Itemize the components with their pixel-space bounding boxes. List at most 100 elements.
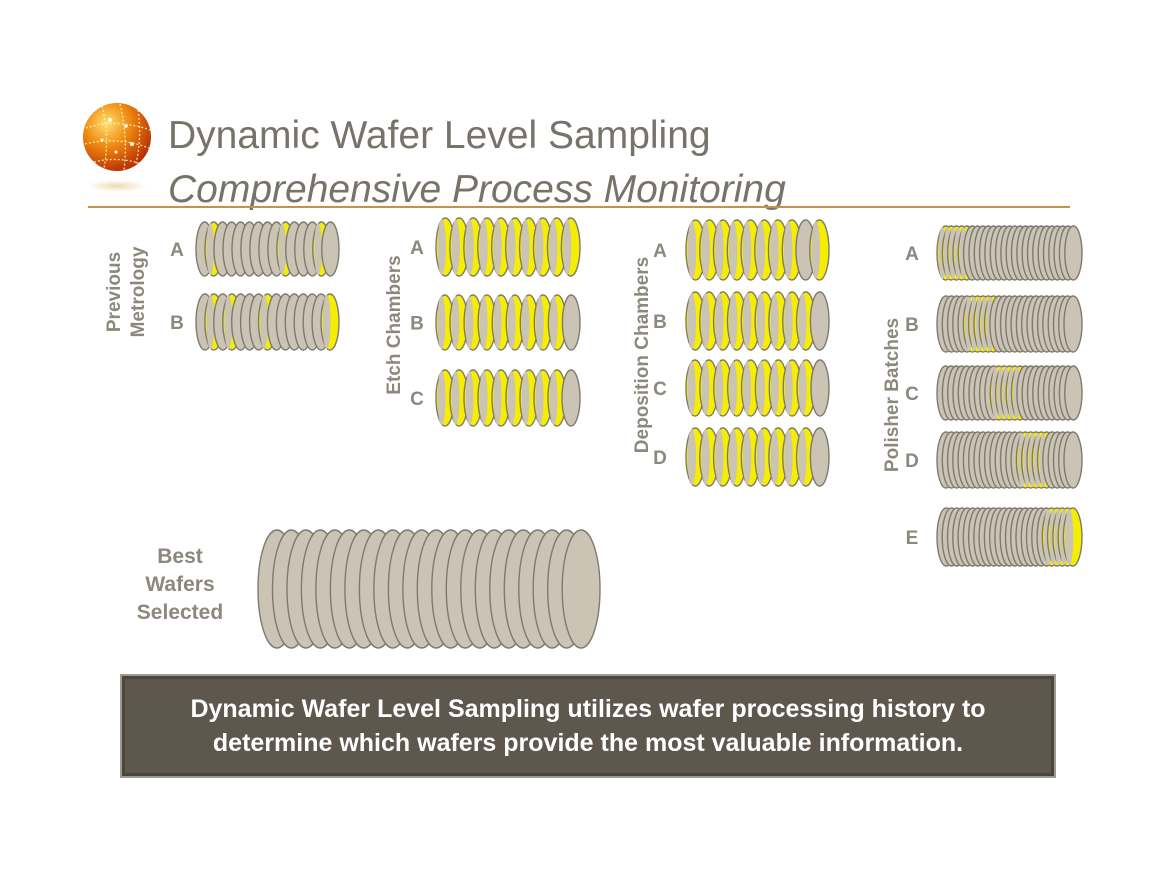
wafer-rim (783, 221, 793, 279)
wafer-rim (770, 293, 779, 349)
polisher-batches-stack-b (936, 295, 1083, 353)
wafer-rim (1065, 509, 1074, 565)
page-title: Dynamic Wafer Level Sampling (168, 114, 711, 157)
etch-chambers-row-label: C (410, 389, 424, 410)
polisher-batches-row-label: D (905, 451, 919, 472)
title-divider (88, 206, 1070, 208)
wafer-rim (701, 221, 710, 279)
deposition-chambers-row-label: A (653, 241, 667, 262)
previous-metrology-label-line: Previous (104, 252, 125, 332)
wafer-rim (770, 361, 779, 415)
wafer-rim (756, 293, 766, 349)
wafer (321, 221, 340, 277)
wafer-rim (715, 429, 724, 485)
wafer-rim (535, 296, 544, 349)
wafer-rim (729, 429, 738, 485)
wafer (561, 529, 601, 649)
wafer-rim (465, 371, 474, 425)
polisher-batches-row-label: B (905, 315, 919, 336)
wafer-rim (493, 296, 502, 349)
wafer-rim (535, 371, 544, 425)
wafer-rim (549, 219, 558, 275)
wafer-rim (742, 429, 752, 485)
wafer-rim (715, 293, 724, 349)
wafer-rim (756, 429, 766, 485)
wafer-rim (521, 371, 530, 425)
deposition-chambers-stack-d (685, 427, 830, 487)
wafer-rim (701, 293, 710, 349)
wafer-rim (687, 221, 697, 279)
wafer-rim (757, 361, 765, 415)
wafer-rim (521, 296, 530, 349)
wafer (810, 359, 830, 417)
wafer-rim (798, 361, 807, 415)
etch-chambers-row-label: B (410, 314, 424, 335)
wafer-rim (278, 223, 287, 275)
wafer (1064, 225, 1083, 281)
wafer (809, 291, 830, 351)
polisher-batches-label-line: Polisher Batches (882, 318, 903, 472)
wafer-rim (322, 295, 331, 349)
wafer-rim (756, 221, 765, 279)
wafer-rim (798, 293, 807, 349)
wafer-rim (437, 371, 446, 425)
etch-chambers-stack-c (435, 369, 581, 427)
wafer-stacks (195, 217, 1083, 649)
summary-line: Dynamic Wafer Level Sampling utilizes wa… (190, 695, 986, 723)
wafer-rim (479, 296, 488, 349)
wafer-rim (549, 371, 558, 425)
previous-metrology-row-label: B (170, 313, 184, 334)
best-wafers-label-line: Selected (137, 601, 223, 624)
deposition-chambers-row-label: C (653, 379, 667, 400)
wafer-rim (451, 296, 460, 349)
wafer-rim (701, 429, 710, 485)
wafer-rim (479, 371, 488, 425)
wafer (809, 427, 830, 487)
wafer-rim (798, 429, 807, 485)
wafer-rim (687, 429, 696, 485)
best-wafers-label-line: Wafers (145, 573, 214, 596)
wafer-rim (451, 371, 460, 425)
wafer-rim (770, 429, 779, 485)
wafer-rim (729, 361, 738, 415)
wafer-rim (715, 221, 724, 279)
deposition-chambers-label-line: Deposition Chambers (632, 257, 653, 453)
summary-text: Dynamic Wafer Level Sampling utilizes wa… (190, 692, 985, 760)
summary-box: Dynamic Wafer Level Sampling utilizes wa… (120, 674, 1056, 778)
wafer (1063, 431, 1083, 489)
wafer (1063, 295, 1083, 353)
deposition-chambers-row-label: B (653, 312, 667, 333)
wafer-rim (437, 219, 446, 275)
wafer-rim (784, 293, 793, 349)
deposition-chambers-stack-a (685, 219, 830, 281)
wafer-rim (701, 361, 710, 415)
wafer-rim (687, 293, 696, 349)
summary-line: determine which wafers provide the most … (212, 729, 964, 757)
deposition-chambers-row-label: D (653, 448, 667, 469)
wafer-rim (465, 219, 474, 275)
wafer-rim (535, 219, 544, 275)
deposition-chambers-stack-b (685, 291, 830, 351)
previous-metrology-row-label: A (170, 240, 184, 261)
wafer-rim (465, 296, 474, 349)
best-wafers-label-line: Best (157, 545, 203, 568)
polisher-batches-label: Polisher Batches (882, 318, 903, 472)
polisher-batches-stack-c (936, 365, 1083, 421)
wafer-rim (784, 429, 793, 485)
polisher-batches-stack-a (936, 225, 1083, 281)
etch-chambers-stack-b (435, 294, 581, 351)
wafer-rim (784, 361, 793, 415)
polisher-batches-stack-e (936, 507, 1083, 567)
wafer-rim (728, 221, 738, 279)
wafer-rim (260, 295, 269, 349)
polisher-batches-stack-d (936, 431, 1083, 489)
wafer-rim (742, 293, 752, 349)
wafer-rim (507, 219, 516, 275)
wafer-rim (729, 293, 738, 349)
page-subtitle: Comprehensive Process Monitoring (168, 168, 786, 211)
deposition-chambers-stack-c (685, 359, 830, 417)
wafer-rim (437, 296, 446, 349)
wafer-rim (811, 221, 821, 279)
